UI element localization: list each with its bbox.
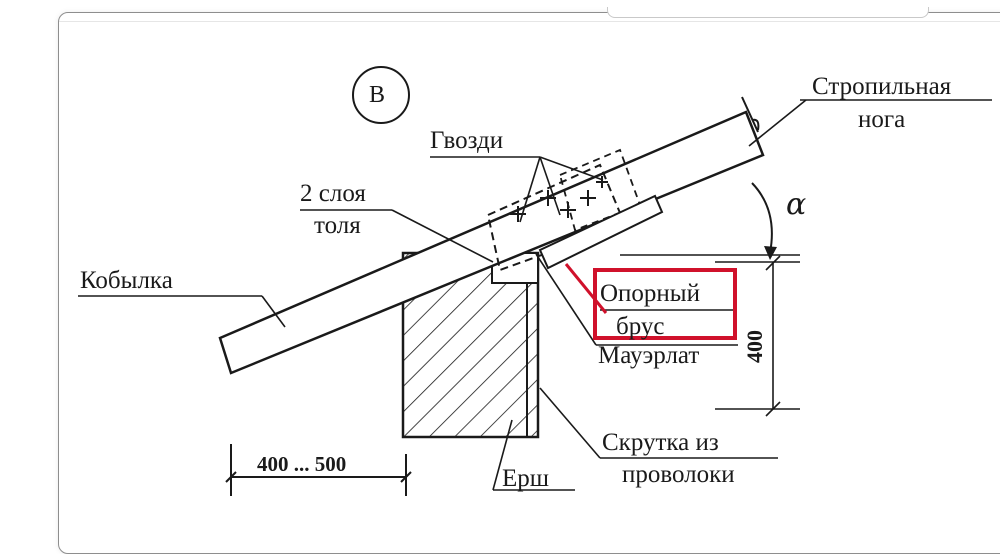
rafter-joint-drawing	[78, 66, 992, 496]
top-tab-edge	[607, 7, 929, 18]
dimension-horizontal	[225, 444, 412, 496]
support-beam-label-line1: Опорный	[600, 280, 700, 307]
rafter-label-line1: Стропильная	[812, 73, 952, 100]
highlight-leader	[564, 263, 608, 314]
mauerlat-label: Мауэрлат	[598, 342, 700, 369]
filly-label: Кобылка	[80, 267, 173, 294]
support-beam-highlight	[593, 268, 737, 340]
wire-twist-label-line2: проволоки	[622, 461, 735, 488]
wire-twist-label-line1: Скрутка из	[602, 429, 719, 456]
nails-label: Гвозди	[430, 127, 504, 154]
dimension-vertical-label: 400	[742, 330, 767, 363]
angle-label: α	[786, 187, 807, 222]
view-marker-label: В	[369, 82, 386, 108]
support-beam-label-line2: брус	[616, 313, 665, 340]
ruff-label: Ерш	[502, 465, 550, 492]
roofing-felt-label-line2: толя	[314, 212, 361, 239]
dimension-vertical	[715, 255, 800, 417]
roofing-felt-label-line1: 2 слоя	[300, 180, 366, 207]
view-circle	[352, 66, 410, 124]
rafter-board	[538, 194, 664, 270]
rafter-label-line2: нога	[858, 106, 906, 133]
dimension-horizontal-label: 400 ... 500	[257, 452, 347, 476]
filly-board	[218, 110, 765, 375]
leader-lines	[78, 99, 992, 491]
